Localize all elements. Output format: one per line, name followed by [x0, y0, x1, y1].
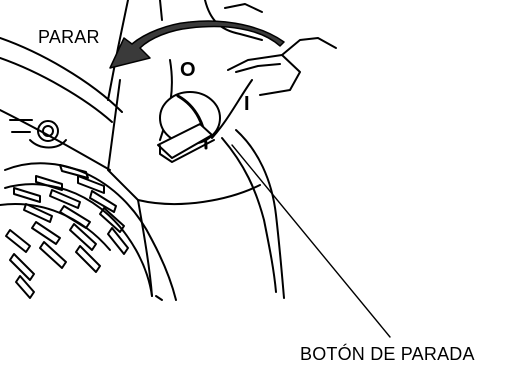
- stop-label: PARAR: [38, 27, 100, 47]
- fin-15: [6, 230, 30, 252]
- housing-top-edge: [160, 0, 162, 20]
- lower-line-2: [138, 200, 152, 296]
- off-mark: O: [180, 59, 196, 81]
- cable-left: [222, 138, 276, 292]
- cable-right: [236, 130, 284, 298]
- fin-10: [76, 246, 100, 272]
- throttle-lever: [228, 55, 300, 95]
- housing-panel-bottom: [138, 185, 260, 204]
- fin-14: [40, 242, 66, 268]
- stop-button-label: BOTÓN DE PARADA: [300, 344, 475, 364]
- stop-direction-arrow: [110, 21, 284, 68]
- fin-2: [78, 176, 104, 193]
- fin-6: [36, 176, 62, 190]
- fin-13: [32, 222, 60, 244]
- fin-1: [60, 165, 88, 178]
- fin-11: [14, 188, 40, 202]
- upper-bracket-2: [225, 4, 262, 12]
- leader-line: [232, 145, 390, 337]
- throttle-lever-inner: [236, 64, 280, 72]
- frame-line-upper: [0, 38, 122, 112]
- fin-16: [10, 254, 34, 280]
- on-mark: I: [244, 93, 250, 115]
- fin-9: [70, 224, 96, 250]
- housing-panel-left: [108, 80, 138, 200]
- lever-arm: [282, 38, 336, 55]
- lower-line-1: [156, 296, 162, 300]
